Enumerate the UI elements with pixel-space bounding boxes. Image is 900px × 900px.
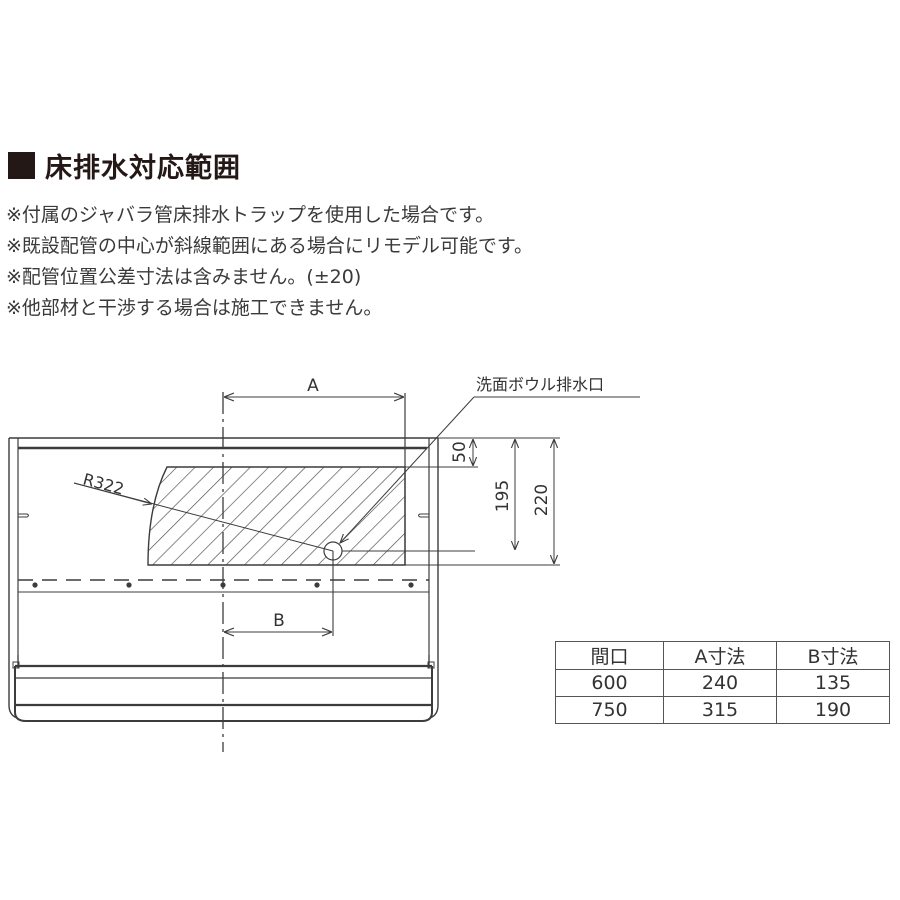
table-header-row: 間口 A寸法 B寸法: [555, 641, 890, 670]
cell-width: 750: [555, 696, 664, 724]
drain-outlet-leader: 洗面ボウル排水口: [340, 375, 640, 543]
note-item: ※付属のジャバラ管床排水トラップを使用した場合です。: [6, 204, 495, 226]
table-row: 600 240 135: [555, 669, 890, 697]
note-item: ※他部材と干渉する場合は施工できません。: [6, 297, 383, 319]
dim-50: 50: [450, 441, 470, 463]
notes-list: ※付属のジャバラ管床排水トラップを使用した場合です。 ※既設配管の中心が斜線範囲…: [6, 200, 533, 324]
mounting-dots: [32, 582, 414, 588]
cell-width: 600: [555, 669, 664, 697]
note-item: ※既設配管の中心が斜線範囲にある場合にリモデル可能です。: [6, 235, 534, 257]
label-a: A: [307, 376, 319, 396]
label-b: B: [273, 611, 285, 631]
header-b-dimension: B寸法: [776, 641, 890, 670]
label-radius: R322: [81, 470, 126, 499]
note-item: ※配管位置公差寸法は含みません。(±20): [6, 266, 362, 288]
dimension-a: A: [224, 376, 406, 565]
header-a-dimension: A寸法: [663, 641, 777, 670]
heading-title: 床排水対応範囲: [45, 153, 241, 184]
vertical-dimensions: [405, 437, 560, 566]
hatched-drain-range: [147, 466, 406, 566]
dim-195: 195: [493, 480, 513, 512]
cell-b: 135: [776, 669, 890, 697]
header-width: 間口: [555, 641, 664, 670]
label-drain-outlet: 洗面ボウル排水口: [476, 375, 604, 394]
cell-b: 190: [776, 696, 890, 724]
dimension-table: 間口 A寸法 B寸法 600 240 135 750 315 190: [555, 641, 890, 724]
cell-a: 315: [663, 696, 777, 724]
cell-a: 240: [663, 669, 777, 697]
section-heading: 床排水対応範囲: [8, 146, 241, 185]
table-row: 750 315 190: [555, 696, 890, 724]
heading-bullet-square: [8, 152, 35, 179]
dim-220: 220: [532, 484, 552, 516]
dimension-b: B: [224, 611, 332, 632]
